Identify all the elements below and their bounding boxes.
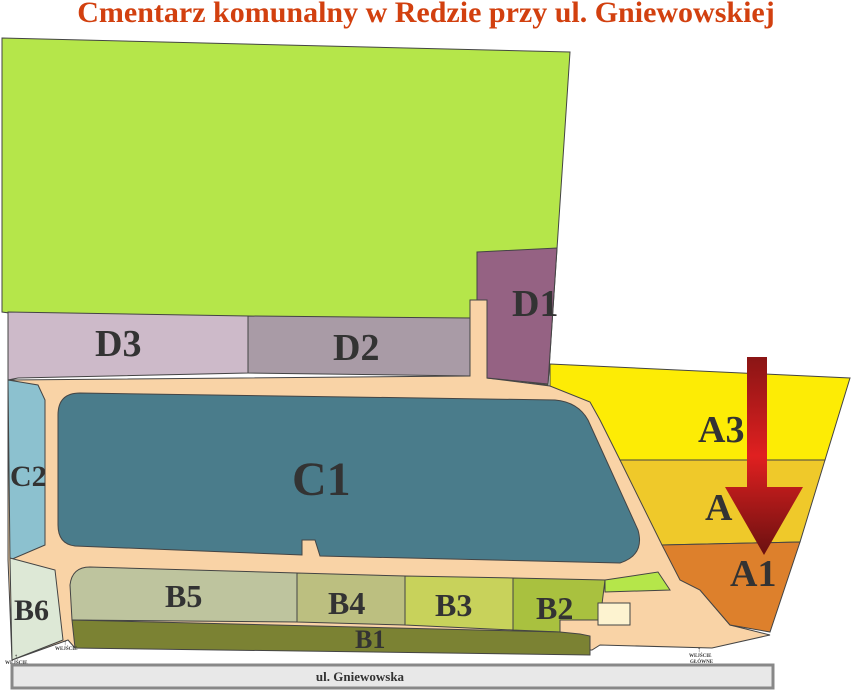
label-B4: B4 [328, 585, 365, 621]
label-D3: D3 [95, 323, 141, 365]
label-B6: B6 [14, 594, 49, 627]
label-A2: A [705, 487, 733, 529]
entrance-middle-icon: ↑ [63, 638, 67, 647]
section-D2[interactable] [247, 315, 471, 377]
main-entrance-icon: ↑ [697, 645, 701, 654]
open-field [1, 37, 571, 386]
map-title: Cmentarz komunalny w Redzie przy ul. Gni… [77, 0, 775, 29]
section-B6[interactable] [9, 557, 64, 661]
section-C2[interactable] [7, 379, 46, 561]
street-label: ul. Gniewowska [316, 669, 405, 684]
label-B3: B3 [435, 587, 472, 623]
small-green-area [604, 571, 671, 593]
label-C1: C1 [292, 453, 351, 506]
label-B5: B5 [165, 578, 202, 614]
entrance-left-label: WEJŚCIE [5, 660, 28, 666]
entrance-middle-label: WEJŚCIE [55, 646, 78, 652]
building [597, 602, 631, 626]
entrance-left-icon: ↑ [14, 652, 18, 661]
label-D1: D1 [512, 283, 558, 325]
label-A1: A1 [730, 553, 776, 595]
section-D3[interactable] [7, 311, 249, 381]
label-C2: C2 [10, 460, 47, 493]
main-entrance-label-1: WEJŚCIE [689, 653, 712, 659]
street-road [10, 663, 775, 690]
section-A3[interactable] [549, 363, 851, 461]
label-B2: B2 [536, 590, 573, 626]
label-A3: A3 [698, 409, 744, 451]
section-A1[interactable] [661, 541, 801, 633]
section-C1[interactable] [57, 392, 640, 564]
main-entrance-label-2: GŁÓWNE [690, 659, 714, 665]
label-B1: B1 [355, 625, 385, 654]
label-D2: D2 [333, 327, 379, 369]
section-D1[interactable] [476, 247, 558, 385]
section-B1[interactable] [71, 619, 591, 656]
section-B5[interactable] [69, 566, 298, 623]
direction-arrow [725, 357, 803, 555]
